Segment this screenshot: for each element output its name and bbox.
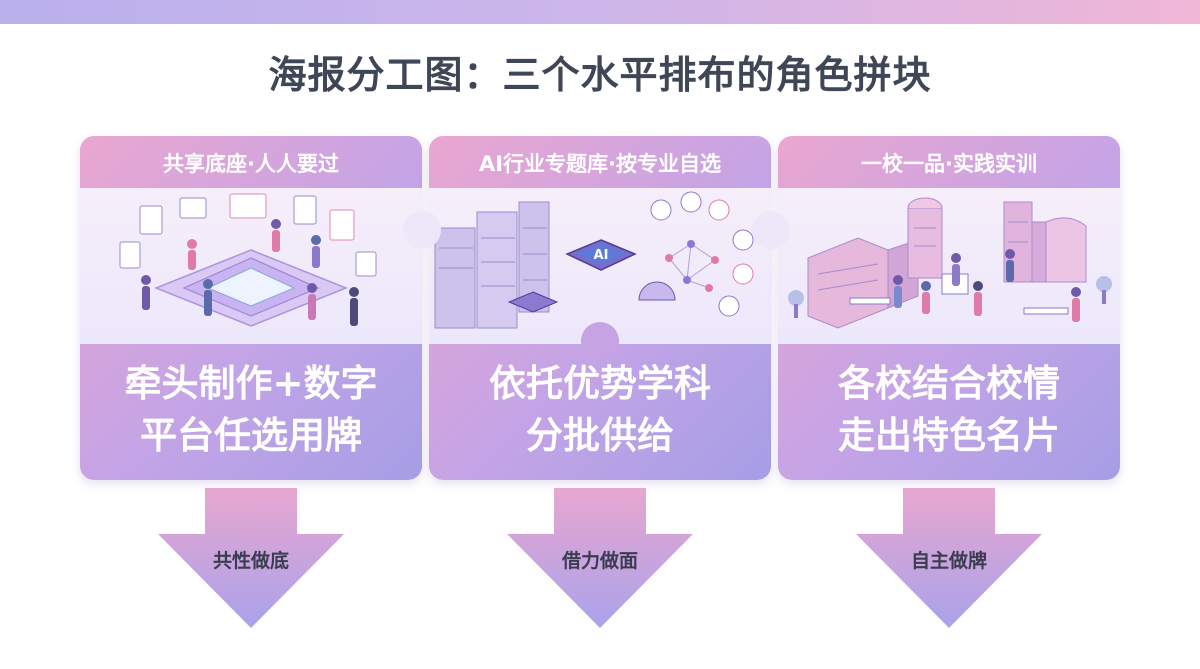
- arrow-down-shared: 共性做底: [158, 488, 344, 628]
- panel-body: 牵头制作+数字 平台任选用牌: [80, 358, 422, 462]
- arrow-down-icon: [856, 488, 1042, 628]
- campus-buildings-illustration: [788, 197, 1112, 329]
- ai-chip-label: AI: [594, 248, 609, 263]
- illustration-campus: [778, 188, 1120, 344]
- panel-body-line2: 走出特色名片: [838, 414, 1060, 457]
- top-gradient-band: [0, 0, 1200, 24]
- panel-body: 依托优势学科 分批供给: [429, 358, 771, 462]
- arrow-down-brand: 自主做牌: [856, 488, 1042, 628]
- arrow-down-ai: 借力做面: [507, 488, 693, 628]
- panel-header: 共享底座·人人要过: [163, 152, 339, 176]
- panel-body-line1: 依托优势学科: [489, 362, 711, 405]
- arrow-label: 借力做面: [561, 550, 638, 572]
- panel-header: 一校一品·实践实训: [861, 152, 1037, 176]
- panel-ai-topic-library: AI行业专题库·按专业自选 AI: [429, 136, 771, 480]
- panel-body-line2: 分批供给: [526, 414, 674, 457]
- page-title: 海报分工图：三个水平排布的角色拼块: [268, 53, 932, 97]
- puzzle-knob-right: [403, 211, 441, 249]
- puzzle-knob-right: [752, 211, 790, 249]
- panel-shared-base: 共享底座·人人要过 牵头制作+数字 平台任选用牌: [80, 136, 422, 480]
- platform-people-illustration: [119, 193, 377, 327]
- panel-body-line2: 平台任选用牌: [140, 414, 362, 457]
- arrow-down-icon: [507, 488, 693, 628]
- arrow-label: 自主做牌: [910, 550, 987, 572]
- panel-body-line1: 各校结合校情: [838, 362, 1060, 405]
- panel-body-line1: 牵头制作+数字: [124, 362, 378, 405]
- panel-body: 各校结合校情 走出特色名片: [778, 358, 1120, 462]
- ai-chip-network-illustration: AI: [434, 191, 754, 329]
- illustration-shared-platform: [80, 188, 422, 344]
- arrow-down-icon: [158, 488, 344, 628]
- illustration-ai-network: AI: [429, 188, 771, 344]
- puzzle-knob-bottom: [581, 322, 619, 360]
- panel-one-school-one-brand: 一校一品·实践实训: [778, 136, 1120, 480]
- arrow-label: 共性做底: [212, 550, 289, 572]
- panel-header: AI行业专题库·按专业自选: [478, 152, 722, 176]
